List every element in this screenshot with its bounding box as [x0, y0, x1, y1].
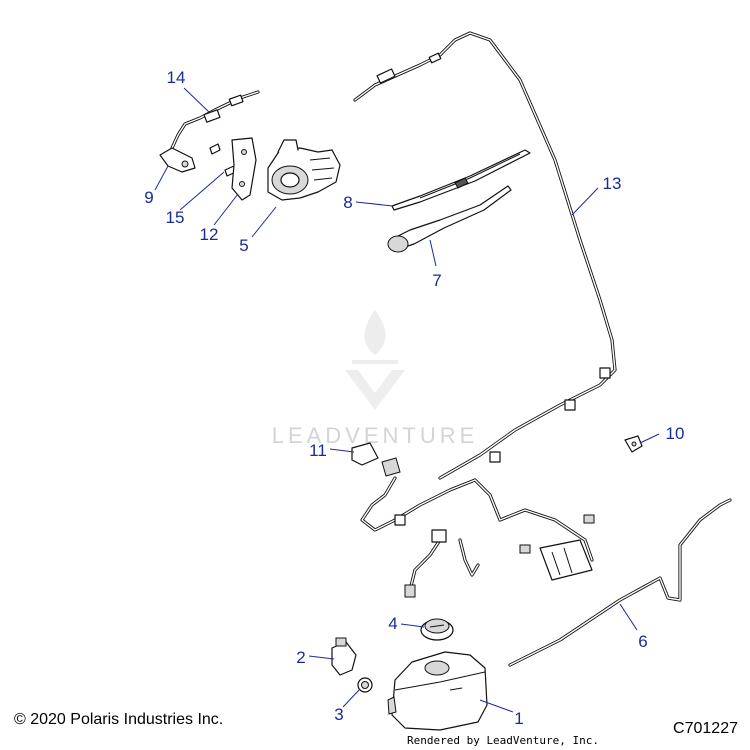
part-6-tube — [508, 498, 732, 667]
callout-14: 14 — [167, 68, 186, 87]
callout-7: 7 — [432, 271, 441, 290]
wiring-harness — [360, 476, 595, 598]
callout-8: 8 — [343, 193, 352, 212]
part-12-bracket — [231, 137, 257, 201]
part-1-reservoir — [387, 651, 488, 731]
footer: © 2020 Polaris Industries Inc. C701227 R… — [14, 711, 738, 747]
callout-3: 3 — [334, 705, 343, 724]
callout-5: 5 — [239, 236, 248, 255]
leader-2 — [308, 655, 335, 660]
callout-10: 10 — [666, 424, 685, 443]
leader-10 — [639, 433, 660, 444]
callout-4: 4 — [388, 614, 397, 633]
leader-13 — [571, 187, 599, 216]
diagram-id: C701227 — [673, 720, 738, 737]
watermark-logo-icon — [345, 310, 405, 410]
leader-8 — [355, 201, 394, 207]
callout-11: 11 — [309, 441, 327, 460]
copyright-text: © 2020 Polaris Industries Inc. — [14, 711, 223, 728]
part-5-wiper-motor — [267, 139, 341, 201]
part-15-screw — [209, 143, 237, 177]
part-7-wiper-arm — [387, 185, 512, 253]
callout-1: 1 — [514, 709, 523, 728]
part-13-washer-hose — [353, 31, 617, 480]
part-9-nozzle-fitting — [159, 147, 196, 173]
leader-15 — [179, 171, 225, 211]
callout-15: 15 — [166, 208, 185, 227]
leader-9 — [154, 165, 169, 191]
callout-6: 6 — [638, 632, 647, 651]
leader-5 — [251, 206, 277, 238]
callout-9: 9 — [144, 188, 153, 207]
leader-14 — [183, 87, 211, 114]
callout-labels: 1 2 3 4 5 6 7 8 9 10 11 12 13 14 15 — [144, 68, 684, 728]
leader-7 — [429, 239, 437, 267]
leader-lines — [154, 87, 660, 713]
leader-6 — [619, 603, 638, 631]
part-11-switch — [351, 442, 401, 477]
part-14-nozzle-hose — [170, 90, 260, 150]
part-10-clip — [624, 435, 643, 453]
part-3-grommet — [357, 677, 373, 693]
callout-2: 2 — [296, 648, 305, 667]
part-2-pump — [331, 637, 357, 676]
leader-1 — [479, 699, 514, 713]
leader-3 — [342, 688, 361, 708]
callout-12: 12 — [200, 225, 219, 244]
watermark-text: LEADVENTURE — [272, 423, 479, 448]
rendered-by-text: Rendered by LeadVenture, Inc. — [407, 734, 599, 747]
part-4-cap — [420, 618, 454, 641]
part-8-wiper-blade — [391, 149, 531, 211]
callout-13: 13 — [603, 174, 622, 193]
leader-12 — [213, 193, 239, 226]
leader-4 — [400, 623, 425, 628]
watermark: LEADVENTURE — [272, 310, 479, 448]
leader-11 — [329, 448, 355, 453]
